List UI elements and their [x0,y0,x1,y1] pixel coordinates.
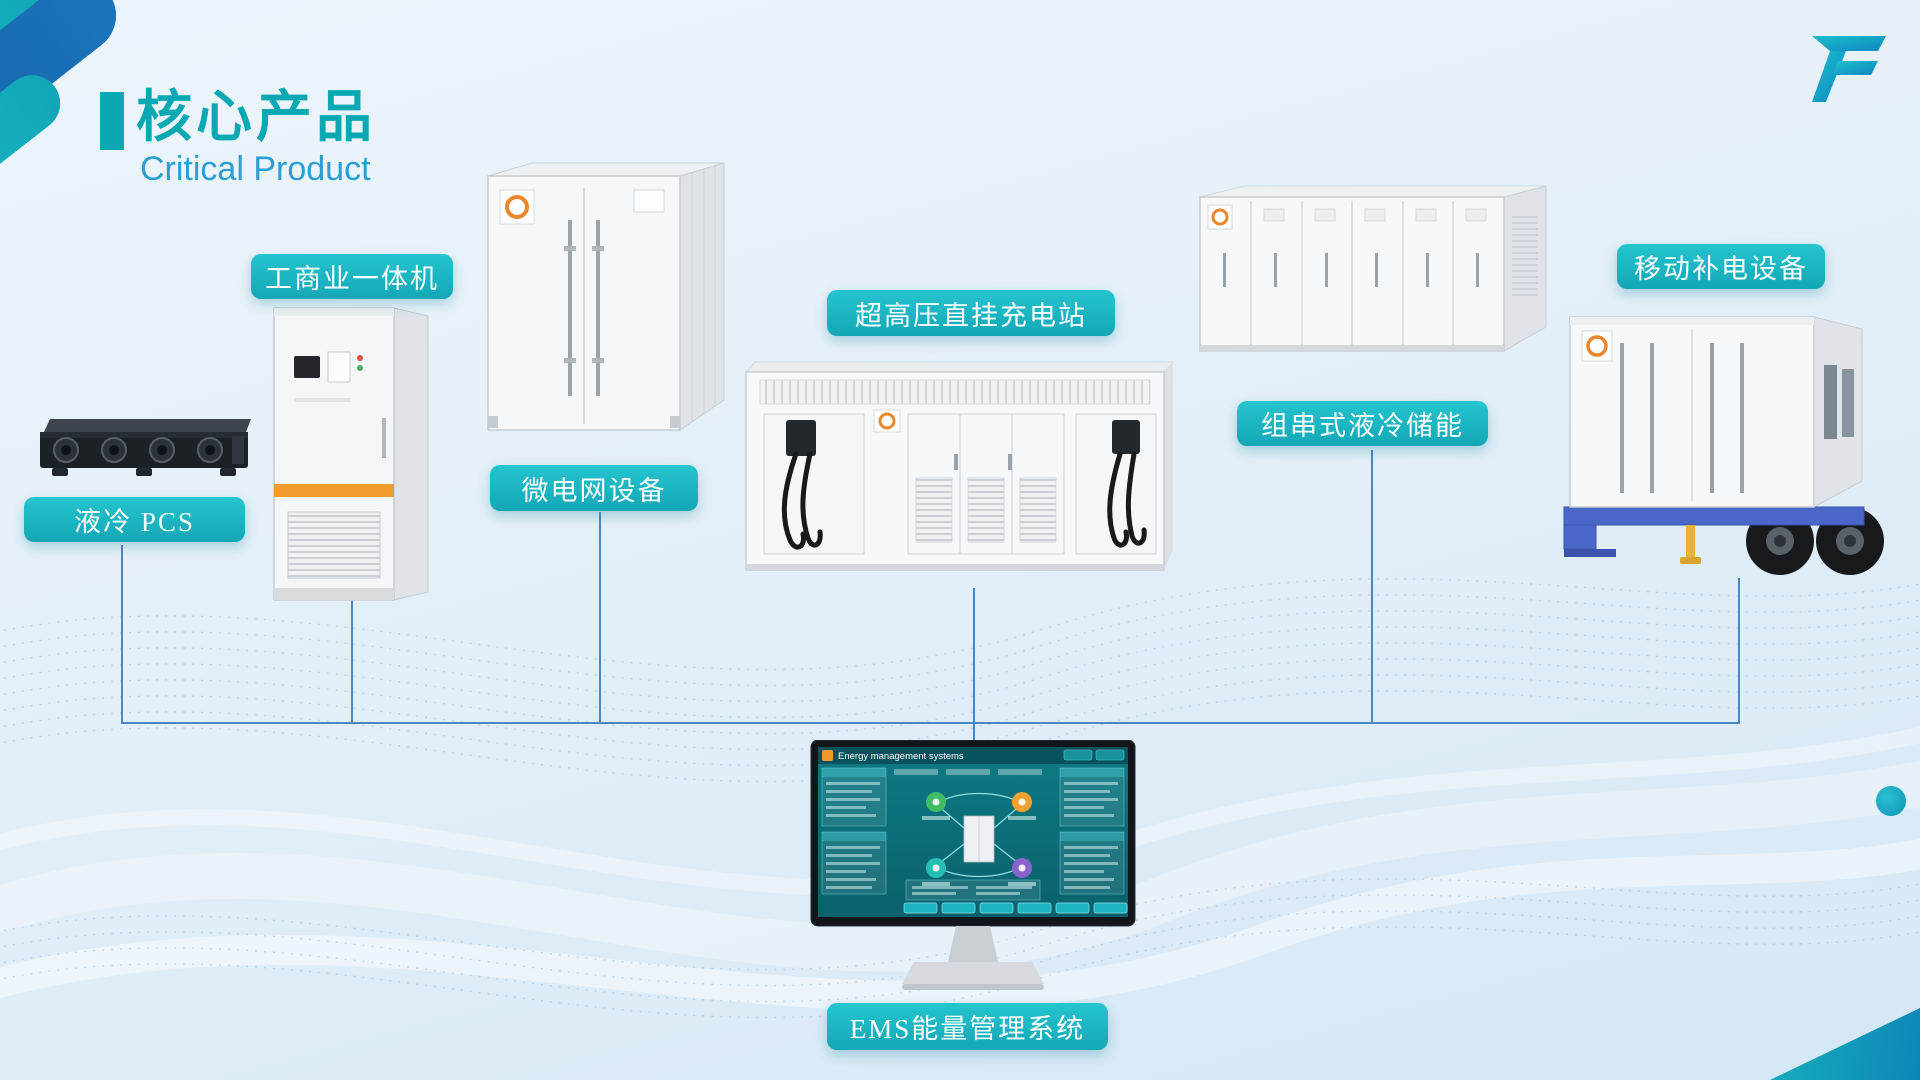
storage-container-image [1199,185,1547,352]
door-handle-rod [568,220,572,396]
cabinet-indicator-red [357,355,363,361]
charging-cable [1125,451,1147,546]
label-liquid-cooled-pcs: 液冷 PCS [24,497,245,542]
microgrid-container-image [487,162,725,431]
page-subtitle: Critical Product [140,150,371,188]
pcs-unit-image [40,419,251,476]
label-mobile-power: 移动补电设备 [1617,244,1825,289]
charging-cable [800,451,823,548]
label-hv-charging-station: 超高压直挂充电站 [827,290,1115,336]
accent-dot [1876,786,1906,816]
cable-holster [786,420,816,456]
cabinet-orange-stripe [274,484,394,497]
label-ems-system: EMS能量管理系统 [827,1003,1108,1050]
cabinet-indicator-green [357,365,363,371]
ems-screen-title: Energy management systems [838,751,964,762]
all-in-one-cabinet-image [273,307,429,601]
trailer-deck [1563,506,1865,526]
label-microgrid: 微电网设备 [490,465,698,511]
brand-logo [1812,36,1886,102]
cabinet-display [294,356,320,378]
charging-station-image [745,361,1174,571]
ems-bottom-buttons [903,902,1128,914]
label-string-storage: 组串式液冷储能 [1237,401,1488,446]
brand-mark [873,409,901,433]
side-vent [1512,215,1538,299]
landing-gear [1686,525,1695,559]
page-title: 核心产品 [136,85,376,148]
top-louver-vents [760,380,1150,404]
door-handle-rod [596,220,600,396]
label-all-in-one: 工商业一体机 [251,254,453,299]
door-handle-rods [1620,343,1744,493]
mobile-trailer-image [1563,316,1884,575]
monitor-stand-base [902,962,1044,984]
title-accent-bar [100,92,124,150]
ems-monitor: Energy management systems [810,740,1136,990]
ems-logo-icon [822,750,833,761]
cabinet-vent-grille [288,512,380,578]
monitor-stand-neck [948,926,998,962]
cable-holster [1112,420,1140,454]
charging-cable [1107,451,1129,548]
charging-cable [781,451,806,550]
pcs-fans [53,437,223,463]
